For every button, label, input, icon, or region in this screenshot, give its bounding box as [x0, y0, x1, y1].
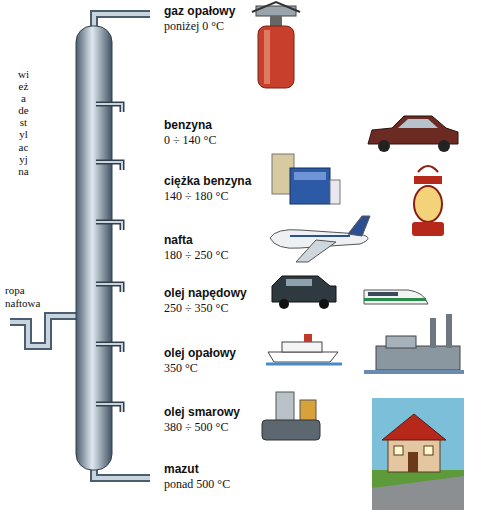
fraction-name: mazut — [164, 462, 199, 476]
inlet-pipe — [10, 316, 76, 346]
ship — [266, 334, 342, 364]
fraction-name-holder: nafta — [164, 233, 193, 247]
house — [372, 398, 464, 510]
distillation-tower: wieża destylacyjna — [18, 28, 118, 472]
temperature-range: 350 °C — [164, 361, 198, 375]
fraction-name-holder: ciężka benzyna — [164, 174, 251, 188]
temperature-range: 180 ÷ 250 °C — [164, 248, 228, 262]
tower-caption: wieża destylacyjna — [18, 68, 29, 177]
fraction-name: gaz opałowy — [164, 4, 235, 18]
temperature-range: 0 ÷ 140 °C — [164, 133, 216, 147]
temperature-range: 250 ÷ 350 °C — [164, 301, 228, 315]
fraction-name-holder: mazut — [164, 462, 199, 476]
fraction-name: ciężka benzyna — [164, 174, 251, 188]
temperature-range-holder: 350 °C — [164, 361, 198, 376]
fraction-name-holder: benzyna — [164, 118, 212, 132]
lantern — [412, 166, 444, 236]
outlets — [96, 104, 122, 412]
fraction-name: olej opałowy — [164, 346, 236, 360]
car — [368, 116, 458, 152]
oil-cans — [262, 392, 320, 440]
gas-canister — [252, 2, 300, 88]
fraction-name: benzyna — [164, 118, 212, 132]
temperature-range-holder: 0 ÷ 140 °C — [164, 133, 216, 148]
temperature-range-holder: poniżej 0 °C — [164, 19, 224, 34]
fraction-name-holder: olej napędowy — [164, 286, 247, 300]
temperature-range-holder: 380 ÷ 500 °C — [164, 420, 228, 435]
inlet-pipe — [10, 316, 76, 346]
fraction-name-holder: gaz opałowy — [164, 4, 235, 18]
temperature-range: 380 ÷ 500 °C — [164, 420, 228, 434]
fraction-name-holder: olej opałowy — [164, 346, 236, 360]
temperature-range-holder: 180 ÷ 250 °C — [164, 248, 228, 263]
temperature-range: ponad 500 °C — [164, 477, 230, 491]
fraction-name: olej smarowy — [164, 405, 240, 419]
train — [364, 290, 428, 304]
temperature-range-holder: 250 ÷ 350 °C — [164, 301, 228, 316]
temperature-range-holder: 140 ÷ 180 °C — [164, 189, 228, 204]
feed-label-holder: ropa naftowa — [5, 284, 57, 309]
airplane — [270, 216, 370, 262]
fraction-name: olej napędowy — [164, 286, 247, 300]
temperature-range: poniżej 0 °C — [164, 19, 224, 33]
temperature-range: 140 ÷ 180 °C — [164, 189, 228, 203]
containers — [272, 154, 340, 204]
fraction-name-holder: olej smarowy — [164, 405, 240, 419]
temperature-range-holder: ponad 500 °C — [164, 477, 230, 492]
factory — [364, 314, 464, 374]
suv — [272, 276, 336, 309]
fraction-name: nafta — [164, 233, 193, 247]
feed-label: ropa naftowa — [5, 284, 40, 309]
